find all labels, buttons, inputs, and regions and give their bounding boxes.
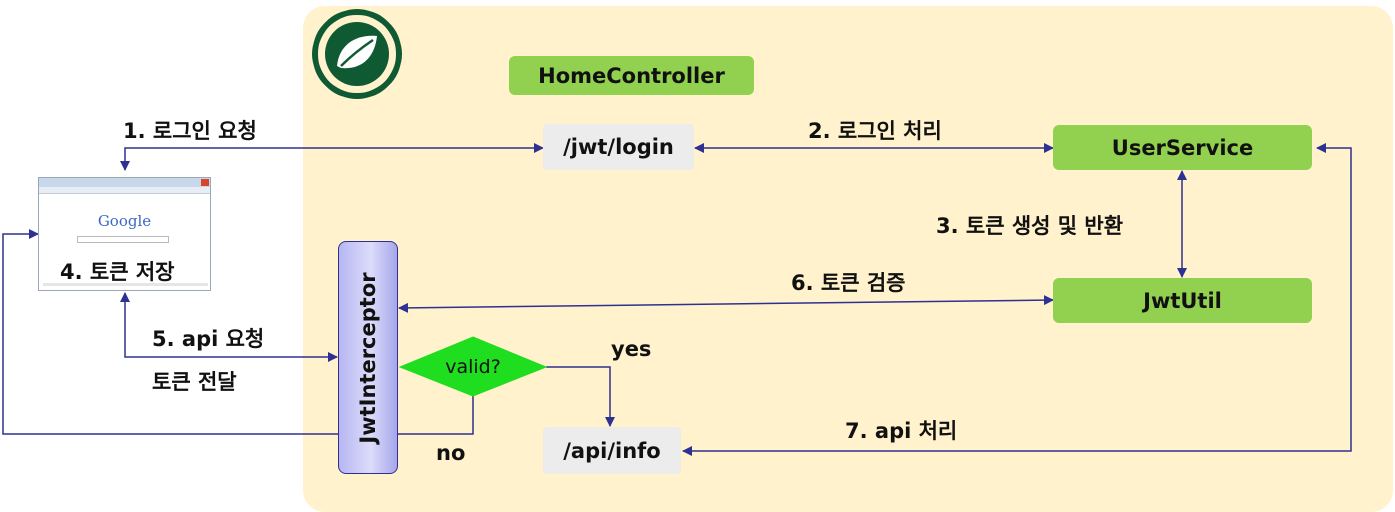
- valid-decision-diamond: [398, 336, 548, 397]
- step-1-login-request: 1. 로그인 요청: [123, 119, 257, 143]
- home-controller-box: HomeController: [509, 56, 754, 95]
- api-info-endpoint: /api/info: [543, 427, 681, 474]
- browser-toolbar: [39, 187, 210, 194]
- browser-close-icon: [201, 179, 209, 186]
- jwt-util-box: JwtUtil: [1053, 278, 1312, 323]
- arrow-valid-forward: [546, 366, 615, 427]
- user-service-box: UserService: [1053, 125, 1312, 170]
- step-5-api-request: 5. api 요청: [152, 327, 265, 351]
- arrow-token-verify: [398, 295, 1054, 313]
- yes-label: yes: [611, 337, 652, 361]
- step-7-api-process: 7. api 처리: [845, 419, 958, 443]
- jwt-interceptor-box: JwtInterceptor: [338, 241, 398, 474]
- step-3-token-create: 3. 토큰 생성 및 반환: [936, 214, 1124, 238]
- browser-title-bar: [39, 178, 210, 187]
- browser-search-box: [77, 236, 169, 243]
- step-5-token-deliver: 토큰 전달: [152, 370, 237, 394]
- browser-window-icon: Google: [38, 177, 211, 291]
- valid-decision-label: valid?: [445, 356, 501, 378]
- jwt-interceptor-label: JwtInterceptor: [356, 271, 380, 444]
- arrow-invalid-return: [2, 229, 474, 435]
- arrow-login-request: [120, 143, 544, 171]
- no-label: no: [436, 441, 466, 465]
- step-6-token-verify: 6. 토큰 검증: [791, 271, 906, 295]
- step-4-token-store: 4. 토큰 저장: [60, 260, 175, 284]
- arrow-api-request: [120, 292, 338, 362]
- browser-logo-text: Google: [97, 212, 152, 230]
- spring-leaf-logo-icon: [312, 9, 402, 99]
- browser-footer: [43, 283, 208, 286]
- arrow-api-process: [682, 143, 1352, 456]
- jwt-login-endpoint: /jwt/login: [543, 124, 694, 170]
- step-2-login-process: 2. 로그인 처리: [808, 119, 942, 143]
